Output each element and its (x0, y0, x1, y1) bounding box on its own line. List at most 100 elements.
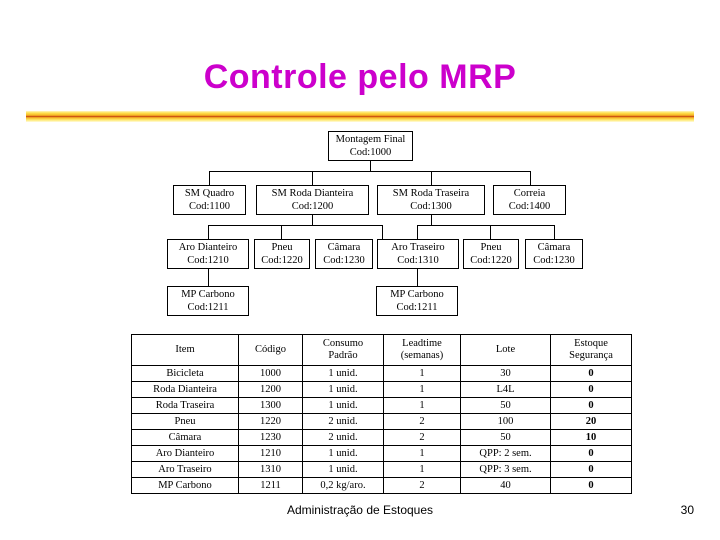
cell-lote: 30 (460, 365, 551, 382)
cell-item: Aro Traseiro (131, 461, 239, 478)
tree-connector (431, 215, 433, 225)
bom-node-pneu-traseiro: Pneu Cod:1220 (463, 239, 519, 269)
bom-node-aro-dianteiro: Aro Dianteiro Cod:1210 (167, 239, 249, 269)
cell-leadtime: 1 (383, 461, 461, 478)
tree-connector (312, 215, 314, 225)
column-header-leadtime: Leadtime (semanas) (383, 334, 461, 366)
cell-lote: 100 (460, 413, 551, 430)
bom-node-name: Aro Dianteiro (178, 242, 238, 253)
bom-node-name: Aro Traseiro (391, 242, 445, 253)
bom-node-name: SM Roda Traseira (392, 188, 470, 199)
bom-node-correia: Correia Cod:1400 (493, 185, 566, 215)
table-row: Pneu 1220 2 unid. 2 100 20 (131, 413, 632, 430)
bom-node-code: Cod:1211 (396, 301, 438, 313)
bom-node-mp-carbono-dianteiro: MP Carbono Cod:1211 (167, 286, 249, 316)
cell-codigo: 1310 (238, 461, 303, 478)
bom-tree-diagram: Montagem Final Cod:1000 SM Quadro Cod:11… (0, 126, 720, 328)
cell-estoque: 20 (550, 413, 632, 430)
cell-codigo: 1220 (238, 413, 303, 430)
bom-node-name: Pneu (271, 242, 293, 253)
table-row: Câmara 1230 2 unid. 2 50 10 (131, 429, 632, 446)
cell-leadtime: 1 (383, 445, 461, 462)
tree-connector (312, 171, 314, 185)
bom-node-name: MP Carbono (390, 289, 444, 300)
cell-lote: 40 (460, 477, 551, 494)
cell-consumo: 1 unid. (302, 381, 384, 398)
cell-leadtime: 2 (383, 413, 461, 430)
table-row: MP Carbono 1211 0,2 kg/aro. 2 40 0 (131, 477, 632, 494)
table-row: Aro Traseiro 1310 1 unid. 1 QPP: 3 sem. … (131, 461, 632, 478)
cell-estoque: 0 (550, 461, 632, 478)
tree-connector (431, 171, 433, 185)
tree-connector (208, 269, 210, 286)
cell-leadtime: 2 (383, 477, 461, 494)
cell-lote: QPP: 2 sem. (460, 445, 551, 462)
tree-connector (554, 225, 556, 239)
cell-estoque: 0 (550, 445, 632, 462)
cell-item: Roda Traseira (131, 397, 239, 414)
cell-lote: L4L (460, 381, 551, 398)
bom-node-code: Cod:1210 (187, 254, 229, 266)
cell-leadtime: 1 (383, 365, 461, 382)
bom-node-sm-roda-dianteira: SM Roda Dianteira Cod:1200 (256, 185, 369, 215)
tree-connector (417, 225, 554, 227)
cell-consumo: 1 unid. (302, 365, 384, 382)
cell-estoque: 0 (550, 397, 632, 414)
bom-node-montagem-final: Montagem Final Cod:1000 (328, 131, 413, 161)
bom-node-code: Cod:1100 (188, 200, 231, 212)
tree-connector (417, 269, 419, 286)
tree-connector (370, 161, 372, 171)
bom-node-code: Cod:1000 (349, 146, 392, 158)
bom-node-code: Cod:1230 (323, 254, 365, 266)
tree-connector (417, 225, 419, 239)
tree-connector (382, 225, 384, 239)
bom-node-sm-roda-traseira: SM Roda Traseira Cod:1300 (377, 185, 485, 215)
bom-node-camara-dianteira: Câmara Cod:1230 (315, 239, 373, 269)
cell-leadtime: 1 (383, 397, 461, 414)
bom-node-name: Montagem Final (335, 134, 406, 145)
cell-consumo: 2 unid. (302, 429, 384, 446)
cell-item: Câmara (131, 429, 239, 446)
cell-item: MP Carbono (131, 477, 239, 494)
bom-node-name: MP Carbono (181, 289, 235, 300)
cell-item: Bicicleta (131, 365, 239, 382)
cell-item: Roda Dianteira (131, 381, 239, 398)
cell-consumo: 2 unid. (302, 413, 384, 430)
cell-estoque: 0 (550, 381, 632, 398)
table-row: Roda Dianteira 1200 1 unid. 1 L4L 0 (131, 381, 632, 398)
bom-node-mp-carbono-traseiro: MP Carbono Cod:1211 (376, 286, 458, 316)
bom-node-name: Câmara (537, 242, 571, 253)
tree-connector (208, 225, 210, 239)
table-body: Bicicleta 1000 1 unid. 1 30 0 Roda Diant… (131, 365, 632, 494)
tree-connector (490, 225, 492, 239)
cell-estoque: 10 (550, 429, 632, 446)
cell-consumo: 1 unid. (302, 397, 384, 414)
footer-text: Administração de Estoques (286, 503, 434, 517)
cell-leadtime: 2 (383, 429, 461, 446)
table-row: Roda Traseira 1300 1 unid. 1 50 0 (131, 397, 632, 414)
bom-node-name: Pneu (480, 242, 502, 253)
tree-connector (281, 225, 283, 239)
bom-node-name: Câmara (327, 242, 361, 253)
bom-node-code: Cod:1220 (470, 254, 512, 266)
bom-node-code: Cod:1220 (261, 254, 303, 266)
bom-node-pneu-dianteiro: Pneu Cod:1220 (254, 239, 310, 269)
cell-codigo: 1000 (238, 365, 303, 382)
title-divider-bar (26, 111, 694, 122)
bom-node-code: Cod:1230 (533, 254, 575, 266)
page-title: Controle pelo MRP (203, 58, 517, 96)
tree-connector (530, 171, 532, 185)
cell-codigo: 1211 (238, 477, 303, 494)
cell-consumo: 0,2 kg/aro. (302, 477, 384, 494)
page-number: 30 (680, 503, 694, 517)
cell-consumo: 1 unid. (302, 445, 384, 462)
bom-node-code: Cod:1200 (291, 200, 334, 212)
column-header-codigo: Código (238, 334, 303, 366)
cell-item: Pneu (131, 413, 239, 430)
bom-node-code: Cod:1310 (397, 254, 439, 266)
table-row: Bicicleta 1000 1 unid. 1 30 0 (131, 365, 632, 382)
cell-codigo: 1210 (238, 445, 303, 462)
cell-lote: QPP: 3 sem. (460, 461, 551, 478)
cell-codigo: 1300 (238, 397, 303, 414)
mrp-parameters-table: Item Código Consumo Padrão Leadtime (sem… (131, 334, 632, 494)
